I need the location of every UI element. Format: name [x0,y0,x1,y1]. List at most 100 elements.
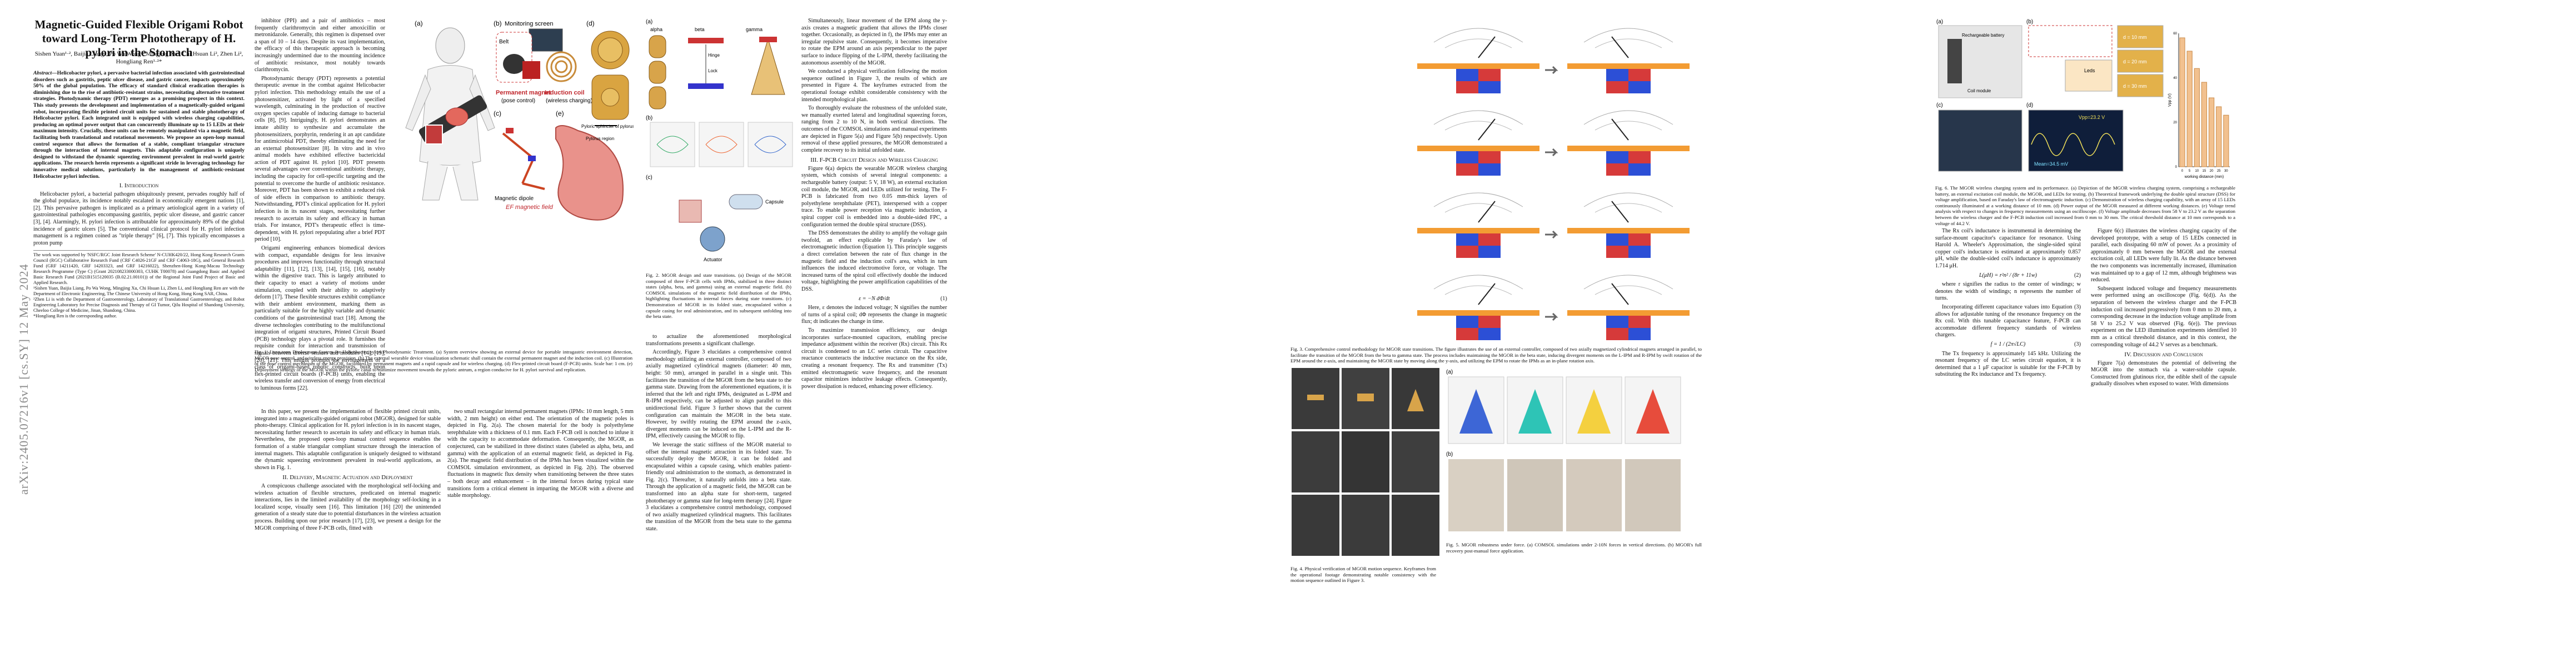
magnetic-dipole-label: Magnetic dipole [495,196,534,202]
mgor-gamma-state [751,37,785,95]
footnotes: The work was supported by 'NSFC/RGC Join… [33,250,245,319]
panel-label-c: (c) [1936,102,1943,108]
mgor-link [1478,36,1496,58]
y-tick-label: 60 [2173,32,2177,36]
paragraph: Origami engineering enhances biomedical … [255,245,385,391]
paragraph: Photodynamic therapy (PDT) represents a … [255,75,385,243]
external-magnet-south [1456,328,1478,340]
external-magnet-north [1478,81,1501,93]
panel-label-a: (a) [646,19,652,25]
y-tick-label: 0 [2175,166,2178,169]
paragraph: In this paper, we present the implementa… [255,409,441,471]
mgor-link [1611,283,1629,305]
field-line [1583,192,1673,207]
paragraph: two small rectangular internal permanent… [447,409,634,499]
equation-2-body: L(μH) = r²n² / (8r + 11w) [1979,272,2037,278]
panel-label-b: (b) [1446,451,1453,457]
paragraph: We conducted a physical verification fol… [801,68,947,103]
external-magnet-north [1628,163,1651,176]
external-magnet-south [1628,316,1651,328]
distance-label-20: d = 20 mm [2123,59,2147,64]
panel-label-c: (c) [494,109,501,117]
equation-1-body: ε = −N dΦ/dt [859,295,890,302]
panel-label-d: (d) [2026,102,2033,108]
external-magnet-south [1606,163,1628,176]
distance-photo-20 [2117,49,2164,73]
paragraph: where r signifies the radius to the cent… [1935,281,2081,302]
hinge-label: Hinge [708,53,720,58]
paragraph: Figure 6(c) illustrates the wireless cha… [2091,228,2236,283]
page-2: (a) alpha beta gamma Hinge Lock (b) [645,0,1284,667]
field-line [1595,285,1662,295]
equation-2-number: (2) [2074,272,2081,278]
figure-3-caption: Fig. 3. Comprehensive control methodolog… [1291,346,1702,364]
bar [2194,68,2200,167]
external-magnet-north [1628,81,1651,93]
column-p2-right: Simultaneously, linear movement of the E… [801,18,947,392]
magnet-icon [522,61,540,79]
external-magnet-south [1456,163,1478,176]
paragraph: Incorporating different capacitance valu… [1935,303,2081,339]
column-p4-left: The Rx coil's inductance is instrumental… [1935,228,2081,380]
figure-1-caption: Fig. 1. Long-term Deployment System for … [255,349,632,372]
guide-rail [1417,146,1539,151]
field-line [1444,285,1512,295]
column-p2-left-lower: to actualize the aforementioned morpholo… [646,334,791,535]
author-list: Sishen Yuan¹·², Baijia Liang², Po Wa Won… [34,51,243,65]
section-heading-discussion: IV. Discussion and Conclusion [2124,351,2203,359]
paper-title: Magnetic-Guided Flexible Origami Robot t… [34,18,243,59]
external-magnet-north [1456,151,1478,163]
field-line [1433,275,1523,290]
external-magnet-south [1628,233,1651,246]
external-magnet-north [1456,233,1478,246]
footnote: *Hongliang Ren is the corresponding auth… [33,313,117,319]
figure-5: (a) (b) [1446,367,1702,539]
guide-rail [1417,63,1539,69]
guide-rail [1567,146,1690,151]
external-magnet-north [1606,233,1628,246]
paragraph: The DSS demonstrates the ability to ampl… [801,230,947,292]
external-magnet-north [1456,69,1478,81]
distance-photo-30 [2117,74,2164,97]
x-tick-label: 0 [2181,170,2184,173]
comsol-field-simulation [650,122,793,167]
footnote: ¹Sishen Yuan, Baijia Liang, Po Wa Wong, … [33,286,245,297]
equation-3-number: (3) [2074,341,2081,347]
guide-rail [1567,228,1690,233]
external-magnet-north [1478,163,1501,176]
figure-3-graphic [1417,28,1690,340]
field-line [1444,38,1512,48]
figure-4-graphic [1292,368,1439,556]
permanent-magnet-block [425,125,443,145]
equation-3-body: f = 1 / (2π√LC) [1990,341,2026,347]
external-magnet-north [1606,151,1628,163]
field-line [1433,28,1523,43]
distance-photo-10 [2117,25,2164,48]
bar [2186,51,2193,167]
lock-label: Lock [708,68,718,73]
paragraph: The Tx frequency is approximately 145 kH… [1935,350,2081,378]
panel-label-a: (a) [1936,19,1943,25]
mgor-link [1478,283,1496,305]
mgor-alpha-state [649,35,666,109]
equation-1-number: (1) [940,295,947,302]
external-magnet-south [1606,81,1628,93]
x-axis-label: working distance (mm) [2184,175,2224,179]
mgor-link [1611,201,1629,223]
external-magnet-south [1456,246,1478,258]
panel-label-e: (e) [556,109,564,117]
bar [2201,82,2208,167]
field-line [1433,192,1523,207]
wireless-charging-label: (wireless charging) [546,98,592,104]
x-tick-label: 30 [2224,170,2228,173]
induction-coil-label: Induction coil [545,89,585,96]
external-magnet-south [1478,69,1501,81]
column-left: Abstract—Helicobacter pylori, a pervasiv… [33,70,245,319]
transition-arrow [1545,148,1558,157]
figure-5-graphic: (a) (b) [1446,369,1681,531]
field-line [1595,38,1662,48]
panel-label-a: (a) [1446,369,1453,375]
manual-force-photos [1448,459,1681,531]
external-magnet-north [1628,246,1651,258]
x-tick-label: 5 [2189,170,2191,173]
